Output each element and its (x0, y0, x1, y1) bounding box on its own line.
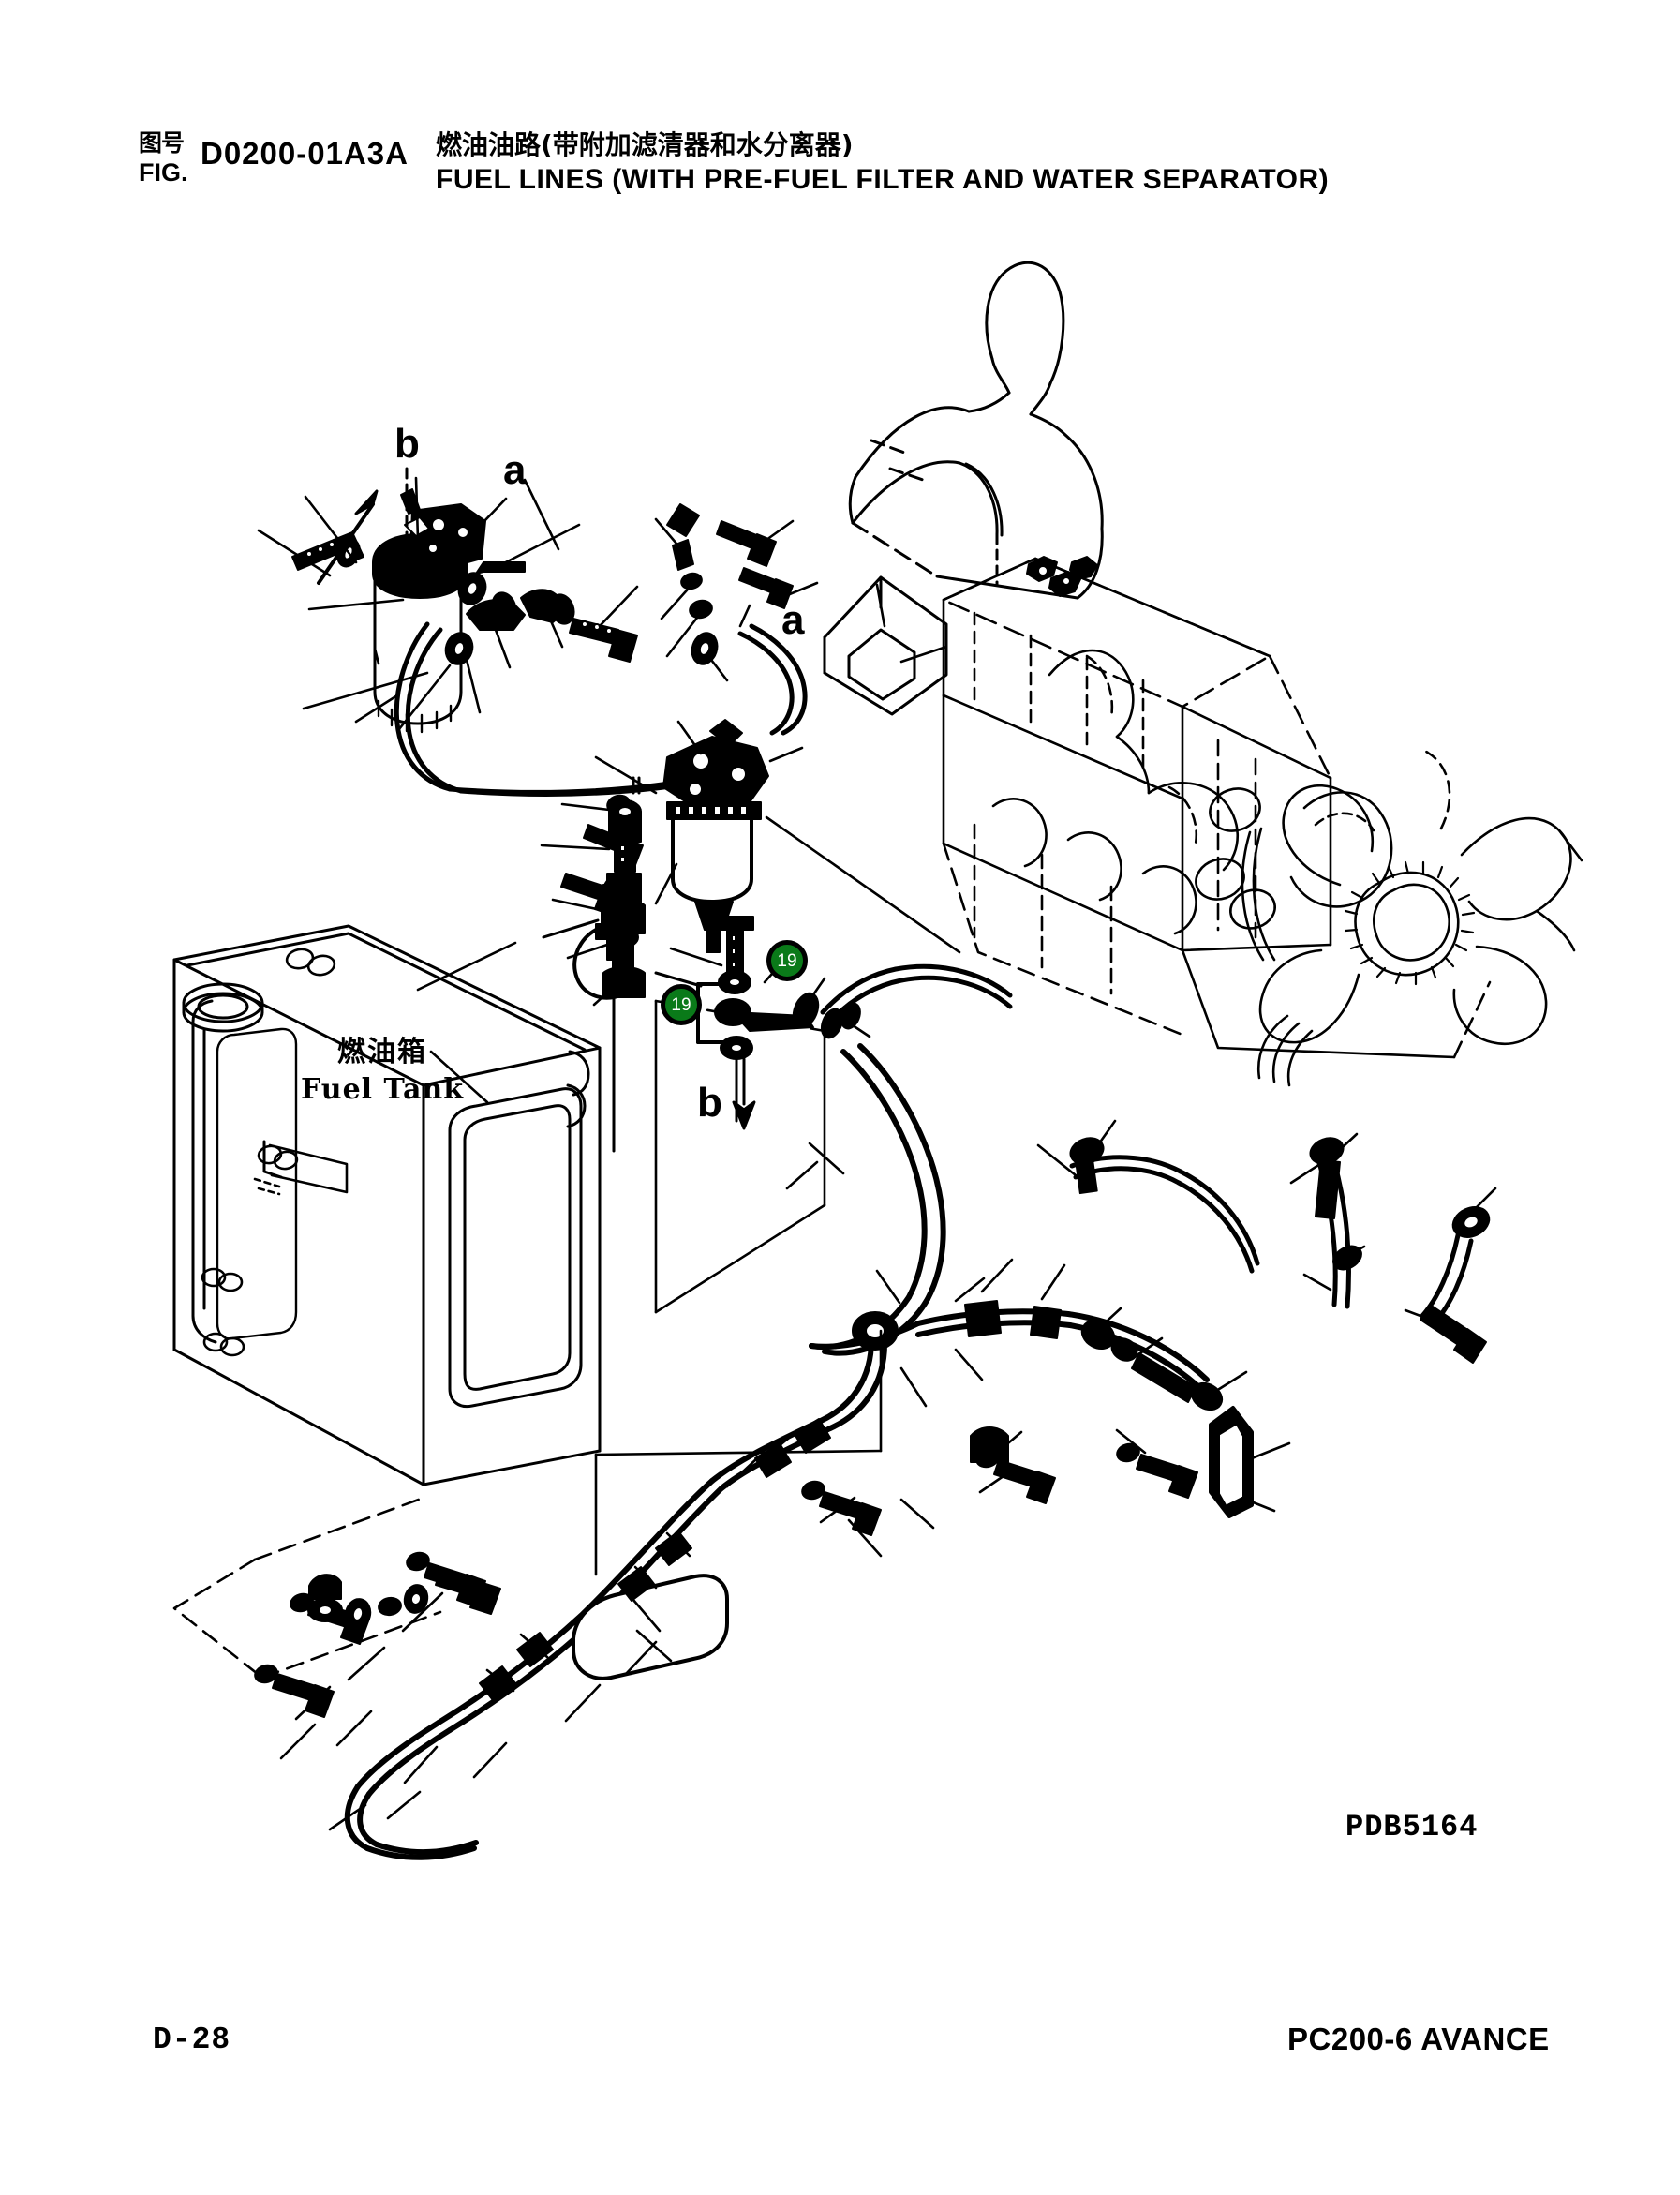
bottom-left-hardware (254, 1448, 1056, 1718)
mid-panel-plate (594, 1329, 883, 1576)
leader-lines (257, 476, 1497, 1831)
figure-title-english: FUEL LINES (WITH PRE-FUEL FILTER AND WAT… (436, 164, 1330, 195)
figure-label-english: FIG. (139, 158, 188, 187)
callout-letter-a-middle: a (781, 597, 805, 643)
figure-label-chinese: 图号 (139, 129, 185, 157)
bottom-clamp (970, 1426, 1009, 1463)
figure-identifier: 图号 FIG. D0200-01A3A (139, 131, 439, 206)
main-fuel-line (809, 1043, 946, 1356)
engine-return-tube (1069, 1155, 1260, 1274)
lower-right-bracket (1209, 1406, 1254, 1518)
part-marker-19-lower[interactable]: 19 (661, 984, 702, 1025)
figure-title-chinese: 燃油油路(带附加滤清器和水分离器) (436, 129, 854, 160)
engine-block-group (942, 557, 1583, 1087)
pre-fuel-filter-assembly (372, 488, 486, 734)
part-marker-19-upper[interactable]: 19 (766, 940, 808, 981)
figure-number: D0200-01A3A (201, 136, 409, 171)
fuel-tank-label-chinese: 燃油箱 (337, 1036, 427, 1068)
marker-area-hardware (714, 916, 861, 1060)
callout-letter-b-lower: b (697, 1080, 722, 1126)
upper-middle-hardware (666, 503, 794, 665)
fuel-tank-label-english: Fuel Tank (301, 1073, 464, 1106)
hose-bracket-loop (737, 623, 808, 736)
engine-feed-tubes (820, 963, 1013, 1026)
machine-model: PC200-6 AVANCE (1287, 2022, 1550, 2056)
hose-loop-left (572, 926, 626, 1000)
callout-letter-a-upper: a (503, 447, 527, 493)
right-hanging-hoses (1316, 1159, 1474, 1324)
tank-outlet-cluster (307, 1570, 501, 1630)
inline-fuel-filter (572, 1574, 729, 1680)
fuel-tank (172, 924, 602, 1486)
page-number: D-28 (153, 2023, 231, 2057)
callout-letter-b-upper: b (394, 421, 420, 467)
exhaust-muffler-group (848, 261, 1104, 600)
page-header: 图号 FIG. D0200-01A3A 燃油油路(带附加滤清器和水分离器) FU… (0, 0, 1680, 194)
lower-right-hardware (1116, 1442, 1198, 1499)
drawing-code: PDB5164 (1345, 1810, 1479, 1844)
tank-sender-rod (542, 874, 634, 1153)
bracket-upper-middle (823, 575, 948, 716)
tank-base-outline (172, 1496, 442, 1680)
callout-arrow-b2 (732, 1057, 756, 1130)
